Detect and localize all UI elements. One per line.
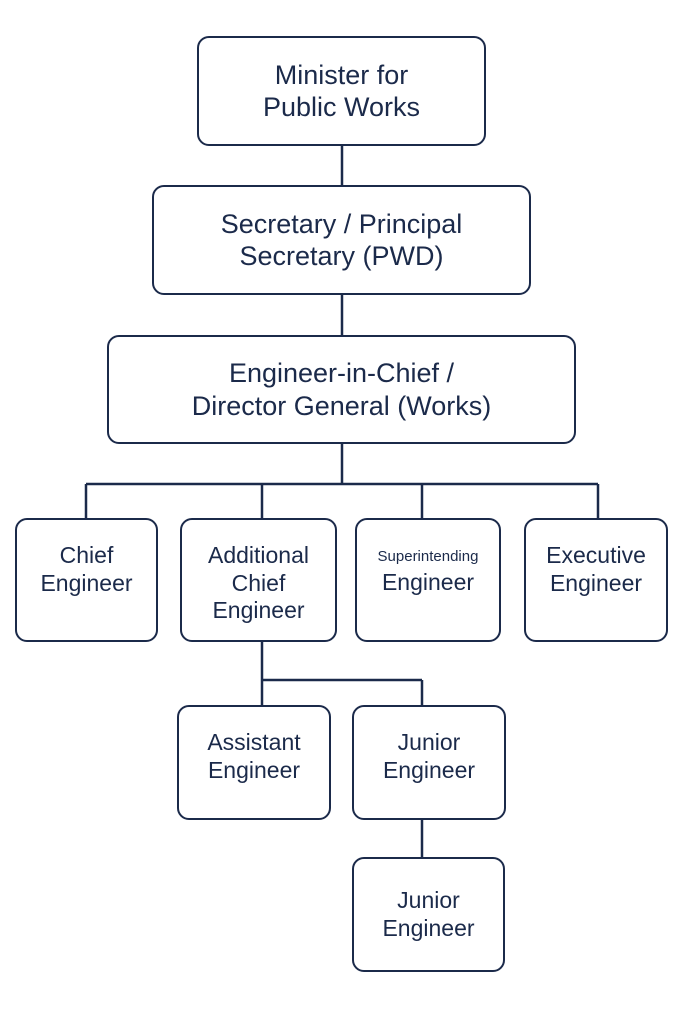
node-label: Engineer (549, 569, 643, 596)
node-label: Minister for (274, 59, 409, 90)
node-label: Chief (59, 542, 114, 568)
node-label: Additional (207, 542, 310, 568)
node-label: Engineer (381, 569, 475, 595)
node-label: Engineer (40, 569, 133, 596)
node-executive-engineer: Executive Engineer (524, 518, 668, 642)
node-label: Secretary / Principal (220, 208, 463, 239)
node-label: Director General (Works) (191, 390, 492, 421)
node-label: Junior (397, 729, 461, 755)
node-junior-engineer: Junior Engineer (352, 705, 506, 820)
node-junior-engineer-2: Junior Engineer (352, 857, 505, 972)
node-superintending-engineer: Superintending Engineer (355, 518, 501, 642)
node-label: Engineer (207, 756, 301, 783)
node-label: Secretary (PWD) (239, 241, 444, 271)
node-label: Engineer (382, 914, 475, 941)
node-label: Executive (546, 542, 646, 568)
node-minister: Minister for Public Works (197, 36, 486, 146)
node-label: Chief (231, 569, 286, 596)
node-chief-engineer: Chief Engineer (15, 518, 158, 642)
node-engineer-in-chief: Engineer-in-Chief / Director General (Wo… (107, 335, 576, 444)
node-label: Public Works (262, 92, 421, 122)
node-label: Engineer (212, 597, 305, 624)
node-label: Superintending (377, 548, 479, 565)
node-label: Engineer (382, 756, 476, 783)
node-label: Assistant (207, 729, 301, 755)
node-additional-chief-engineer: Additional Chief Engineer (180, 518, 337, 642)
node-label: Engineer-in-Chief / (228, 358, 455, 389)
node-label: Junior (397, 886, 460, 913)
node-assistant-engineer: Assistant Engineer (177, 705, 331, 820)
node-secretary: Secretary / Principal Secretary (PWD) (152, 185, 531, 295)
